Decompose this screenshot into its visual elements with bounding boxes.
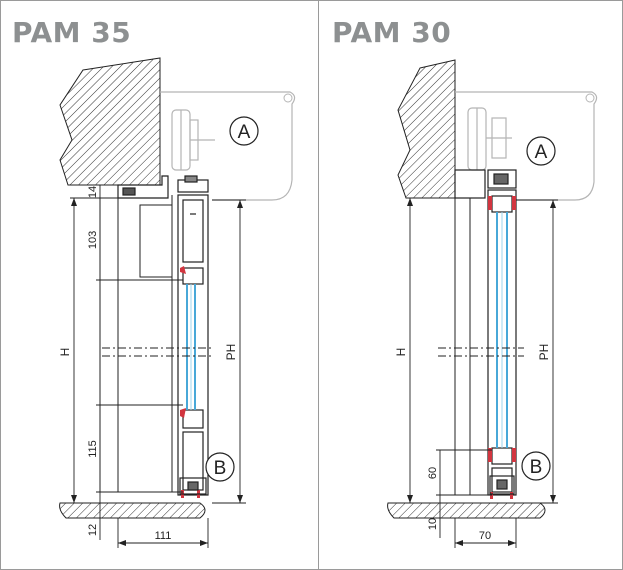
- wall-section: [397, 59, 456, 199]
- callout-a-label: A: [238, 122, 251, 143]
- glass-pane: [186, 284, 196, 410]
- dimension-lines: [406, 197, 558, 548]
- header-profile: [454, 169, 517, 199]
- housing-hinge-icon: [283, 93, 293, 103]
- floor-section: [59, 502, 206, 519]
- callout-a-circle: [526, 136, 556, 166]
- gasket-seals: [488, 196, 516, 499]
- floor-section: [387, 502, 546, 519]
- dim-width-label: 111: [155, 530, 172, 542]
- panel-title-pam30: PAM 30: [332, 16, 452, 49]
- dimension-arrows: [71, 198, 243, 546]
- callout-b-circle: [205, 452, 235, 482]
- pam30-drawing: A: [387, 59, 598, 548]
- dimension-lines: [70, 185, 246, 548]
- door-leaf-profile: [177, 194, 209, 496]
- dim-top-label: 14: [87, 186, 99, 198]
- dim-width-label: 70: [479, 530, 491, 542]
- dim-upper-label: 103: [87, 231, 99, 249]
- break-lines: [438, 347, 524, 357]
- dim-bottom-label: 10: [427, 518, 439, 530]
- bottom-rail: [489, 475, 515, 495]
- pam35-drawing: A: [58, 57, 296, 548]
- dim-lower-label: 60: [427, 467, 439, 479]
- callout-b-label: B: [530, 457, 543, 478]
- dim-h-label: H: [58, 348, 72, 357]
- dim-lower-label: 115: [87, 440, 99, 458]
- pulley-wheel-icon: [467, 107, 512, 171]
- break-lines: [102, 347, 214, 357]
- roller-housing: [455, 91, 598, 201]
- glass-pane: [496, 212, 508, 448]
- pulley-wheel-icon: [171, 109, 215, 171]
- guide-rail: [454, 198, 471, 495]
- panel-divider: [318, 0, 319, 570]
- bottom-rail: [179, 477, 207, 495]
- dim-h-label: H: [394, 348, 408, 357]
- housing-hinge-icon: [585, 93, 595, 103]
- dim-bottom-label: 12: [87, 524, 99, 536]
- panel-title-pam35: PAM 35: [12, 16, 132, 49]
- dim-ph-label: PH: [537, 344, 551, 361]
- dimension-arrows: [407, 198, 556, 546]
- callout-a-label: A: [535, 142, 548, 163]
- wall-section: [59, 57, 161, 186]
- dim-ph-label: PH: [224, 344, 238, 361]
- roller-housing: [160, 91, 296, 201]
- callout-b-label: B: [214, 458, 227, 479]
- guide-rail: [99, 195, 173, 492]
- callout-a-circle: [229, 116, 259, 146]
- callout-b-circle: [521, 451, 551, 481]
